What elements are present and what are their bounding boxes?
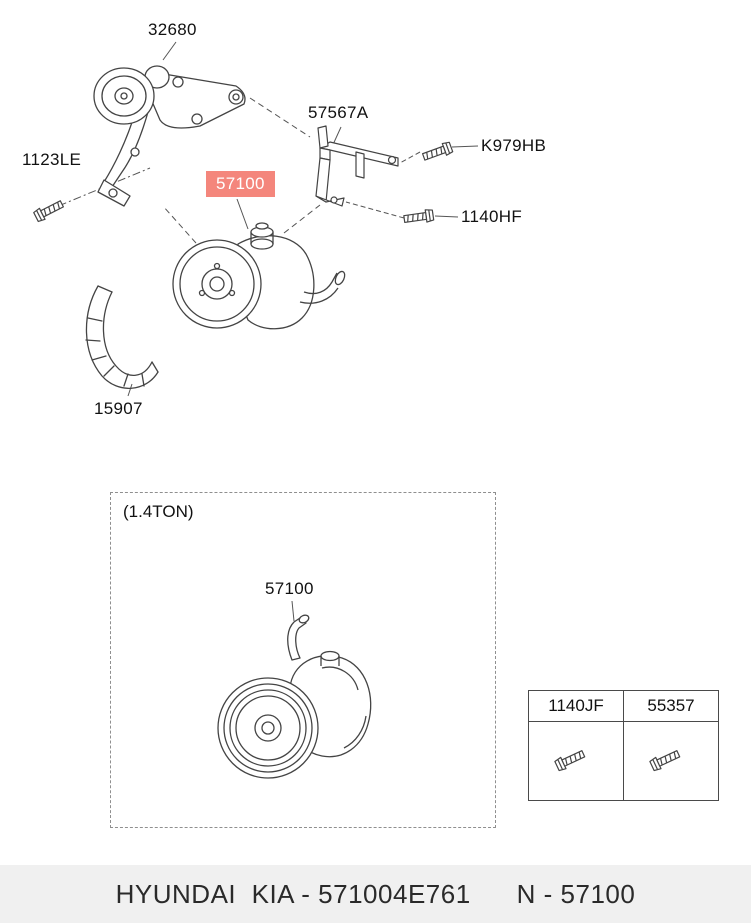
mount-bracket-drawing — [315, 125, 399, 207]
pump-1-4ton-drawing — [217, 614, 372, 779]
fastener-cell-1140jf — [528, 721, 624, 801]
fastener-table-header-row: 1140JF 55357 — [528, 690, 719, 722]
bolt-1140hf-drawing — [402, 208, 435, 226]
footer-brand-part: HYUNDAI KIA - 571004E761 — [115, 878, 471, 909]
power-steering-pump-drawing — [172, 222, 346, 330]
bolt-icon — [648, 747, 682, 772]
variant-box-title: (1.4TON) — [123, 502, 194, 521]
drive-belt-drawing — [85, 285, 159, 389]
bolt-icon — [553, 747, 587, 772]
part-label-k979hb[interactable]: K979HB — [481, 136, 547, 155]
fastener-table-icon-row — [528, 721, 719, 801]
fastener-col-1140jf[interactable]: 1140JF — [528, 690, 624, 722]
part-label-57100-variant[interactable]: 57100 — [265, 579, 314, 598]
bolt-1123le-drawing — [32, 197, 66, 224]
fastener-col-55357[interactable]: 55357 — [623, 690, 719, 722]
part-label-57100-selected[interactable]: 57100 — [206, 171, 275, 197]
part-label-15907[interactable]: 15907 — [94, 399, 143, 418]
part-label-57567a[interactable]: 57567A — [308, 103, 369, 122]
part-label-32680[interactable]: 32680 — [148, 20, 197, 39]
part-label-1140hf[interactable]: 1140HF — [461, 207, 523, 226]
part-label-1123le[interactable]: 1123LE — [22, 150, 82, 169]
fastener-cell-55357 — [623, 721, 719, 801]
footer-bar: HYUNDAI KIA - 571004E761 N - 57100 — [0, 865, 751, 923]
footer-part-ref: N - 57100 — [516, 878, 636, 909]
variant-box-1-4ton: (1.4TON) — [110, 492, 496, 828]
tensioner-bracket-drawing — [93, 65, 246, 207]
fastener-table: 1140JF 55357 — [528, 690, 719, 801]
bolt-k979hb-drawing — [421, 140, 454, 164]
